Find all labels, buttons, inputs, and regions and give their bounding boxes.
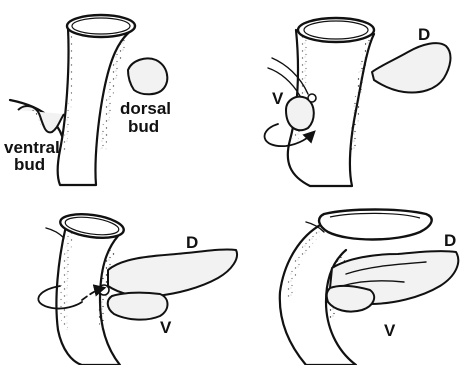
- label-D-d: D: [444, 231, 456, 250]
- panel-b: D V: [265, 18, 451, 186]
- label-ventral-bud: bud: [14, 155, 45, 174]
- panel-a: ventral bud dorsal bud: [4, 15, 171, 185]
- dorsal-pancreas-b: [372, 43, 450, 92]
- panel-c: D V: [38, 211, 237, 365]
- ventral-pancreas-c: [108, 293, 168, 320]
- gut-opening-d: [319, 210, 432, 240]
- label-D-c: D: [186, 233, 198, 252]
- dorsal-pancreas-c: [108, 249, 237, 296]
- label-V-c: V: [160, 318, 172, 337]
- label-V-d: V: [384, 321, 396, 340]
- label-V-b: V: [272, 89, 284, 108]
- panel-d: D V: [280, 210, 459, 365]
- label-dorsal: dorsal: [120, 99, 171, 118]
- label-D-b: D: [418, 25, 430, 44]
- dorsal-bud-a: [128, 58, 167, 94]
- label-dorsal-bud: bud: [128, 117, 159, 136]
- pancreas-head-d: [327, 286, 374, 312]
